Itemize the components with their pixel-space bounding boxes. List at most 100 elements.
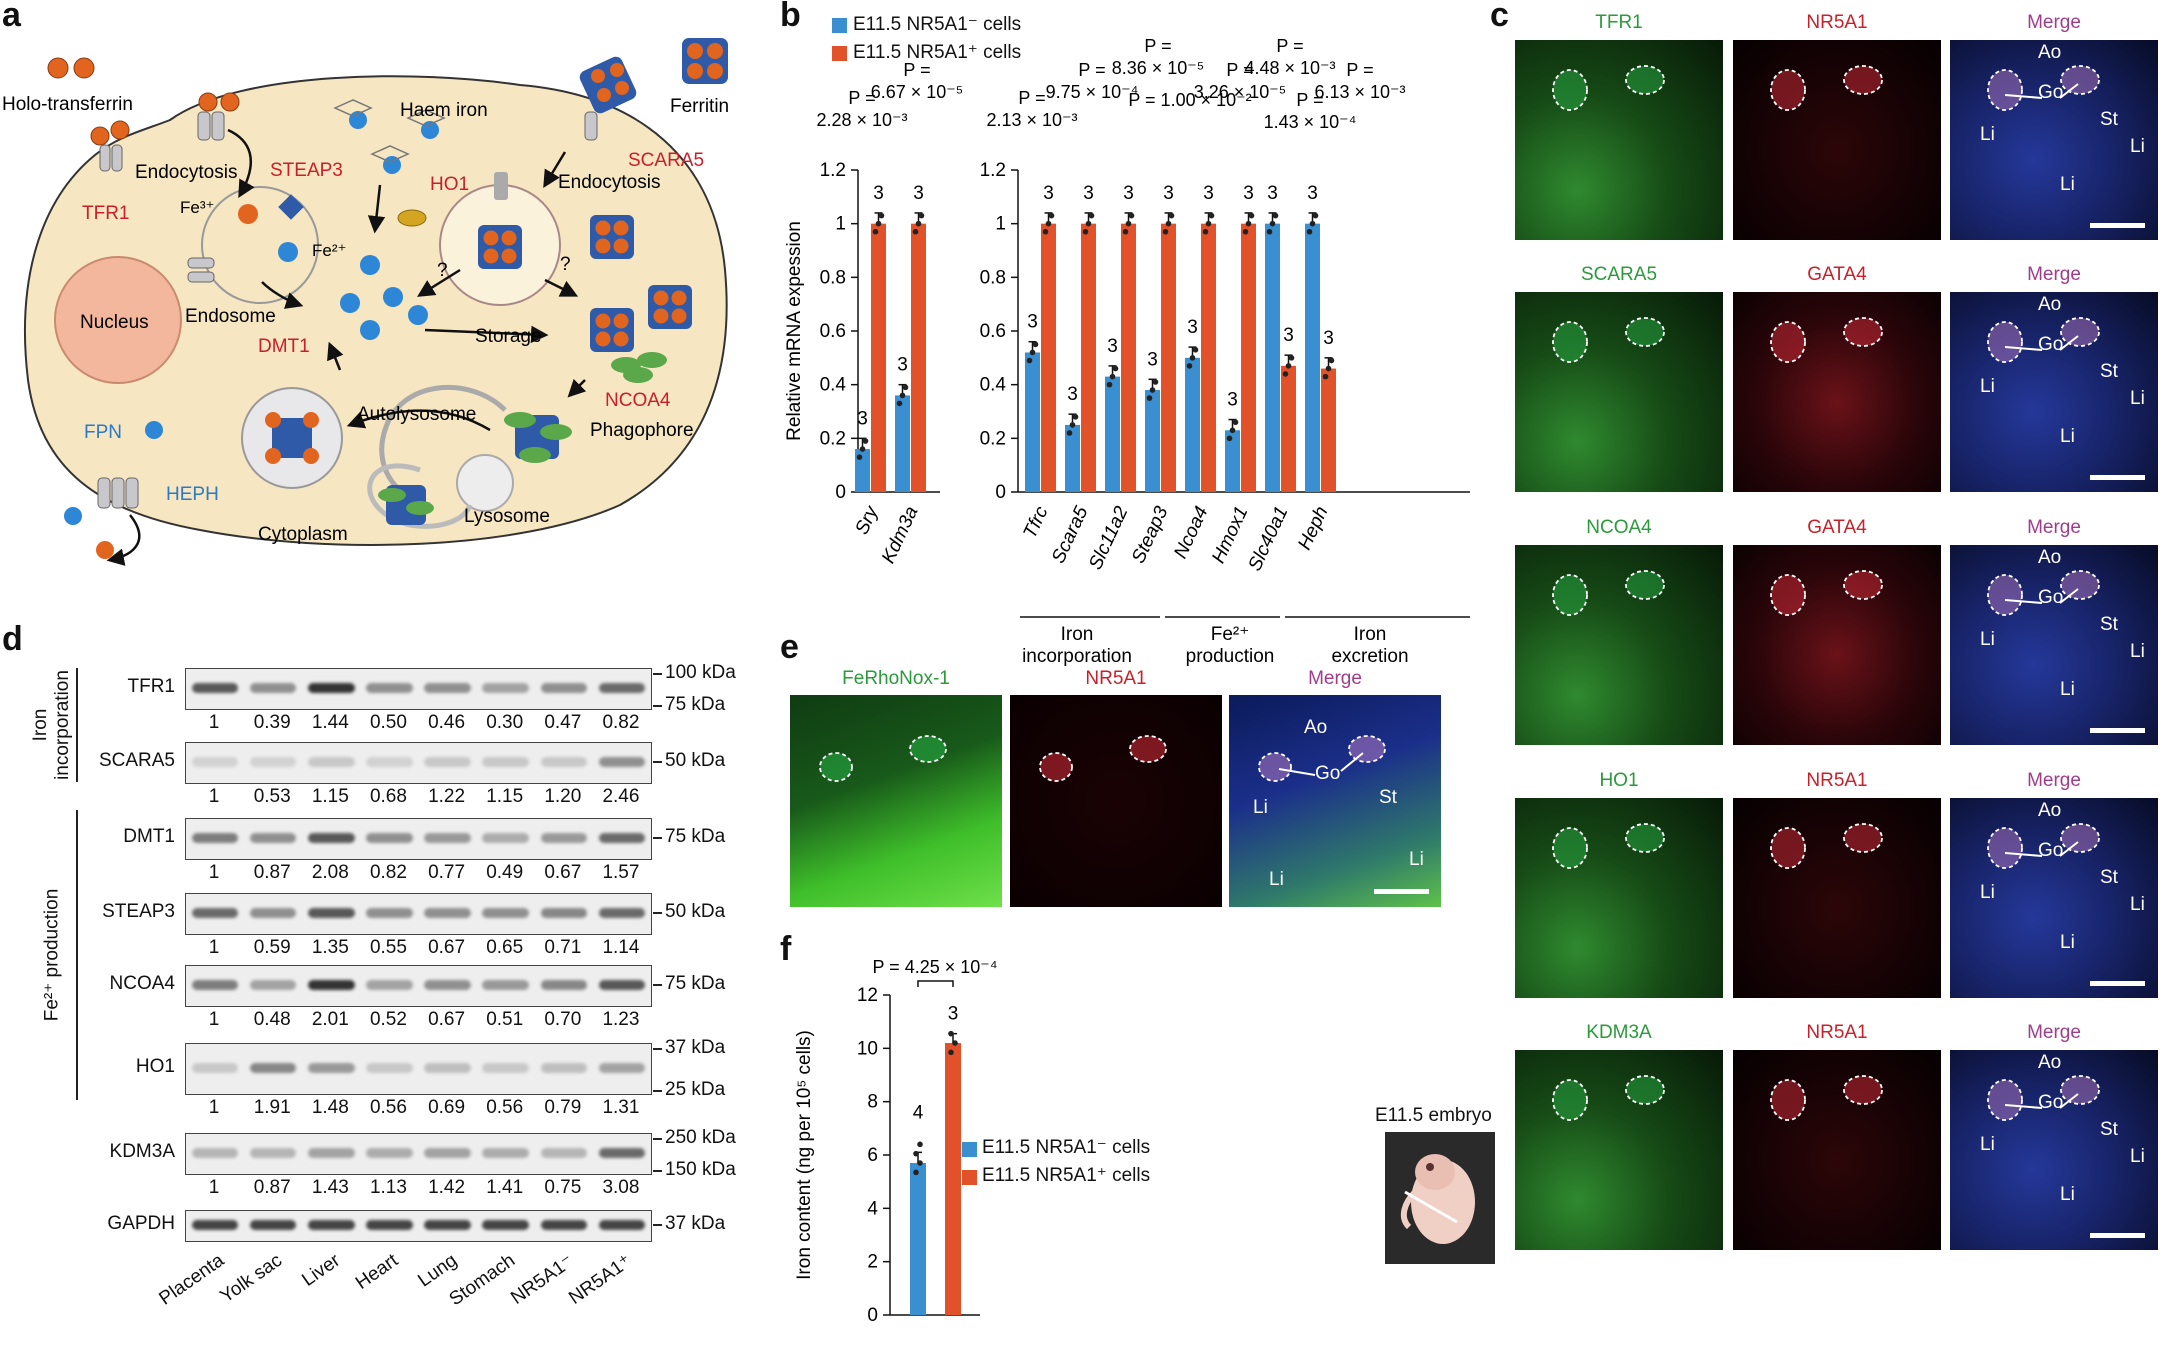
go-pointer (2059, 1093, 2079, 1109)
b-bar-pos (1041, 223, 1056, 492)
gonad-outline (1770, 827, 1806, 869)
label-steap3: STEAP3 (270, 160, 343, 181)
b-data-point (1306, 228, 1313, 235)
gonad-outline (2060, 570, 2100, 600)
gonad-outline (2060, 823, 2100, 853)
label-phagophore: Phagophore (590, 420, 694, 441)
d-quant-value: 0.67 (544, 862, 582, 883)
panel-letter-a: a (2, 0, 21, 34)
c-row5-mid-image (1733, 1050, 1941, 1250)
b-category-label: Scara5 (1048, 503, 1093, 567)
f-data-point (952, 1040, 958, 1046)
b-category-label: Kdm3a (878, 503, 922, 566)
b-data-point (1208, 212, 1215, 219)
label-endocytosis-1: Endocytosis (135, 162, 237, 183)
b-ytick-label: 1.2 (820, 160, 846, 181)
embryo-photo (1385, 1132, 1495, 1264)
gonad-outline (1625, 823, 1665, 853)
b-data-point (896, 400, 903, 407)
c-row4-right-label: Merge (2027, 770, 2081, 791)
b-pvalue: 3.26 × 10⁻⁵ (1194, 82, 1287, 102)
b-bar-pos (1161, 223, 1176, 492)
b-data-point (1282, 371, 1289, 377)
d-quant-value: 1.22 (428, 786, 466, 807)
gonad-outline (1039, 752, 1073, 782)
f-data-point (913, 1150, 919, 1157)
c-row2-mid-label: GATA4 (1807, 264, 1867, 285)
holo-transferrin-icon (47, 57, 240, 146)
go-pointer (2059, 588, 2079, 604)
d-quant-value: 0.77 (428, 862, 466, 883)
b-group-label: production (1186, 646, 1275, 667)
blot-band (366, 757, 413, 767)
d-quant-value: 1.23 (602, 1009, 640, 1030)
gonad-outline (1770, 574, 1806, 616)
blot-band (598, 1148, 646, 1158)
d-kda-marker: 37 kDa (652, 1213, 726, 1234)
scale-bar (2090, 223, 2145, 228)
gonad-outline (1625, 65, 1665, 95)
b-data-point (875, 220, 882, 227)
b-data-point (902, 384, 909, 391)
b-data-point (1309, 220, 1316, 227)
b-bar-neg (1305, 223, 1320, 492)
tissue-label-go: Go (2038, 840, 2063, 861)
b-n-label: 3 (873, 183, 884, 204)
d-protein-label: TFR1 (127, 676, 176, 697)
c-row2-left-label: SCARA5 (1580, 264, 1658, 285)
f-data-point (917, 1160, 923, 1166)
b-pvalue: P = (848, 88, 875, 108)
b-bar-neg (1105, 376, 1120, 492)
b-n-label: 3 (1147, 349, 1158, 370)
b-n-label: 3 (1067, 384, 1078, 405)
b-pvalue: 2.13 × 10⁻³ (986, 110, 1077, 130)
blot-band (249, 980, 297, 990)
blot-band (482, 833, 529, 843)
c-row5-mid-label: NR5A1 (1806, 1022, 1868, 1043)
cell-diagram: Holo-transferrin Endocytosis STEAP3 TFR1… (2, 38, 729, 566)
iron-incorporation-bracket (76, 668, 78, 782)
b-data-point (1072, 414, 1079, 420)
gonad-outline (1987, 827, 2023, 869)
b-data-point (1248, 212, 1255, 219)
d-quant-value: 0.82 (369, 862, 407, 883)
c-row4-mid-label: NR5A1 (1806, 770, 1868, 791)
blot-band (424, 757, 471, 767)
d-quant-value: 0.67 (428, 937, 466, 958)
b-data-point (1149, 387, 1156, 393)
gonad-outline (1625, 570, 1665, 600)
d-quant-value: 1.42 (428, 1177, 466, 1198)
b-group-label: excretion (1331, 646, 1408, 667)
d-quant-value: 1 (208, 786, 220, 807)
b-pvalue: 8.36 × 10⁻⁵ (1112, 58, 1205, 78)
f-n-label: 3 (948, 1004, 959, 1025)
panel-letter-d: d (2, 620, 23, 658)
b-data-point (1042, 228, 1049, 235)
legend-text-pos: E11.5 NR5A1⁺ cells (853, 42, 1022, 63)
b-n-label: 3 (1027, 312, 1038, 333)
b-ytick-label: 0 (835, 482, 846, 503)
b-data-point (1232, 419, 1239, 426)
blot-band (191, 1063, 239, 1073)
b-n-label: 3 (1043, 183, 1054, 204)
b-data-point (1226, 435, 1233, 442)
blot-band (308, 980, 355, 990)
b-data-point (1189, 355, 1196, 361)
b-ytick-label: 0.2 (820, 428, 846, 449)
b-ytick-label: 0 (995, 482, 1006, 503)
b-data-point (1288, 355, 1295, 361)
fe2-production-bracket (76, 810, 78, 1100)
d-quant-value: 1.15 (311, 786, 349, 807)
d-quant-value: 1.35 (311, 937, 349, 958)
go-pointer (2059, 83, 2079, 99)
b-pvalue: P = (1018, 88, 1045, 108)
c-row3-left-image (1515, 545, 1723, 745)
tissue-label-st: St (2100, 1119, 2119, 1140)
b-data-point (872, 228, 879, 235)
label-lysosome: Lysosome (464, 506, 550, 527)
d-quant-value: 0.55 (369, 937, 407, 958)
b-ytick-label: 1 (995, 214, 1006, 235)
legend-swatch-pos (832, 46, 847, 61)
